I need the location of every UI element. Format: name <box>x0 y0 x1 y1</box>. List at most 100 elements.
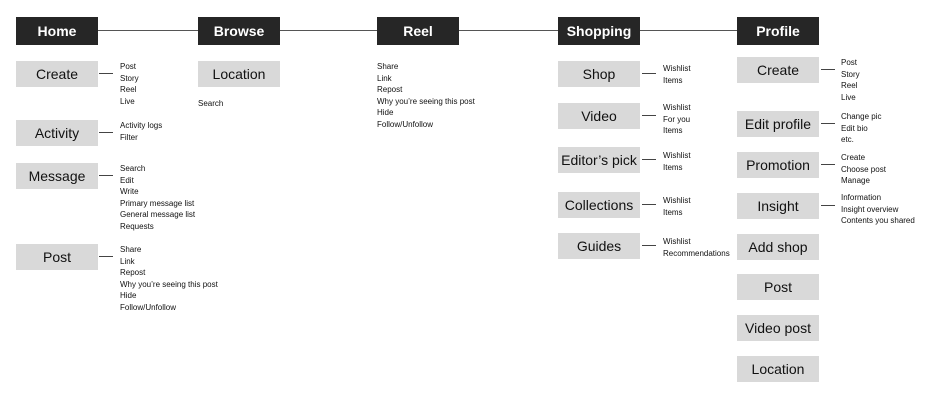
sub-item: Items <box>663 126 683 135</box>
sub-item: Follow/Unfollow <box>120 302 177 312</box>
sub-item: Link <box>120 256 135 266</box>
sub-item: Story <box>120 73 139 83</box>
node-home-message: Message <box>16 163 98 189</box>
sublist-home-message: Search Edit Write Primary message list G… <box>120 163 195 232</box>
node-profile-post: Post <box>737 274 819 300</box>
sub-item: Repost <box>377 85 403 94</box>
sub-item: Activity logs <box>120 121 163 130</box>
connector <box>821 205 835 206</box>
sub-item: Repost <box>120 268 146 277</box>
connector <box>642 245 656 246</box>
sub-item: Choose post <box>841 164 886 174</box>
sublist-shopping-editors-pick: Wishlist Items <box>663 150 691 173</box>
node-browse-location: Location <box>198 61 280 87</box>
sub-item: Search <box>120 164 146 173</box>
sub-item: Items <box>663 75 683 85</box>
node-profile-location: Location <box>737 356 819 382</box>
node-profile-promotion: Promotion <box>737 152 819 178</box>
sublist-home-post: Share Link Repost Why you’re seeing this… <box>120 244 218 313</box>
connector <box>642 204 656 205</box>
sub-item: Wishlist <box>663 237 691 246</box>
node-profile-add-shop: Add shop <box>737 234 819 260</box>
sublist-browse-location: Search <box>198 98 223 110</box>
node-profile-create: Create <box>737 57 819 83</box>
sub-item: Hide <box>120 291 137 300</box>
sublist-profile-edit-profile: Change pic Edit bio etc. <box>841 111 881 146</box>
connector <box>642 159 656 160</box>
node-shopping-video: Video <box>558 103 640 129</box>
sub-item: Change pic <box>841 112 882 121</box>
sub-item: Post <box>120 62 137 71</box>
node-shopping-editors-pick: Editor’s pick <box>558 147 640 173</box>
sub-item: Reel <box>841 81 858 90</box>
sub-item: Edit bio <box>841 123 868 133</box>
connector <box>99 132 113 133</box>
sub-item: General message list <box>120 210 196 219</box>
sublist-profile-promotion: Create Choose post Manage <box>841 152 886 187</box>
sublist-shopping-video: Wishlist For you Items <box>663 102 691 137</box>
sub-item: Wishlist <box>663 103 691 112</box>
header-browse: Browse <box>198 17 280 45</box>
connector <box>642 115 656 116</box>
sub-item: Post <box>841 58 858 67</box>
header-shopping: Shopping <box>558 17 640 45</box>
sublist-profile-insight: Information Insight overview Contents yo… <box>841 192 915 227</box>
sub-item: Wishlist <box>663 151 691 160</box>
node-profile-video-post: Video post <box>737 315 819 341</box>
sub-item: Why you’re seeing this post <box>120 279 218 289</box>
node-shopping-shop: Shop <box>558 61 640 87</box>
sub-item: Manage <box>841 176 870 185</box>
connector <box>99 175 113 176</box>
node-home-activity: Activity <box>16 120 98 146</box>
header-reel: Reel <box>377 17 459 45</box>
node-home-post: Post <box>16 244 98 270</box>
sublist-shopping-collections: Wishlist Items <box>663 195 691 218</box>
sub-item: Edit <box>120 175 134 185</box>
header-home: Home <box>16 17 98 45</box>
sub-item: Follow/Unfollow <box>377 119 434 129</box>
sublist-shopping-shop: Wishlist Items <box>663 63 691 86</box>
sublist-reel: Share Link Repost Why you’re seeing this… <box>377 61 475 130</box>
sub-item: Filter <box>120 132 138 142</box>
sub-item: Story <box>841 69 860 79</box>
sub-item: Recommendations <box>663 248 730 258</box>
sub-item: Requests <box>120 221 154 231</box>
sub-item: Wishlist <box>663 64 691 73</box>
sub-item: etc. <box>841 135 854 144</box>
node-shopping-collections: Collections <box>558 192 640 218</box>
sublist-home-create: Post Story Reel Live <box>120 61 139 107</box>
sub-item: For you <box>663 114 691 124</box>
sub-item: Create <box>841 153 866 162</box>
sublist-shopping-guides: Wishlist Recommendations <box>663 236 730 259</box>
sub-item: Share <box>377 62 399 71</box>
sub-item: Insight overview <box>841 204 899 214</box>
sub-item: Reel <box>120 85 137 94</box>
sublist-home-activity: Activity logs Filter <box>120 120 162 143</box>
connector <box>821 164 835 165</box>
sub-item: Items <box>663 207 683 217</box>
connector <box>821 69 835 70</box>
sub-item: Search <box>198 99 224 108</box>
sub-item: Live <box>120 96 135 106</box>
connector <box>99 73 113 74</box>
node-home-create: Create <box>16 61 98 87</box>
sub-item: Information <box>841 193 882 202</box>
sub-item: Share <box>120 245 142 254</box>
sub-item: Contents you shared <box>841 216 915 225</box>
sub-item: Wishlist <box>663 196 691 205</box>
connector <box>99 256 113 257</box>
header-profile: Profile <box>737 17 819 45</box>
node-profile-insight: Insight <box>737 193 819 219</box>
sublist-profile-create: Post Story Reel Live <box>841 57 860 103</box>
connector <box>642 73 656 74</box>
node-profile-edit-profile: Edit profile <box>737 111 819 137</box>
sub-item: Hide <box>377 108 394 117</box>
sub-item: Live <box>841 92 856 102</box>
sub-item: Write <box>120 187 139 196</box>
connector <box>821 123 835 124</box>
sub-item: Link <box>377 73 392 83</box>
sub-item: Why you’re seeing this post <box>377 96 475 106</box>
node-shopping-guides: Guides <box>558 233 640 259</box>
sub-item: Items <box>663 162 683 172</box>
sub-item: Primary message list <box>120 198 195 208</box>
